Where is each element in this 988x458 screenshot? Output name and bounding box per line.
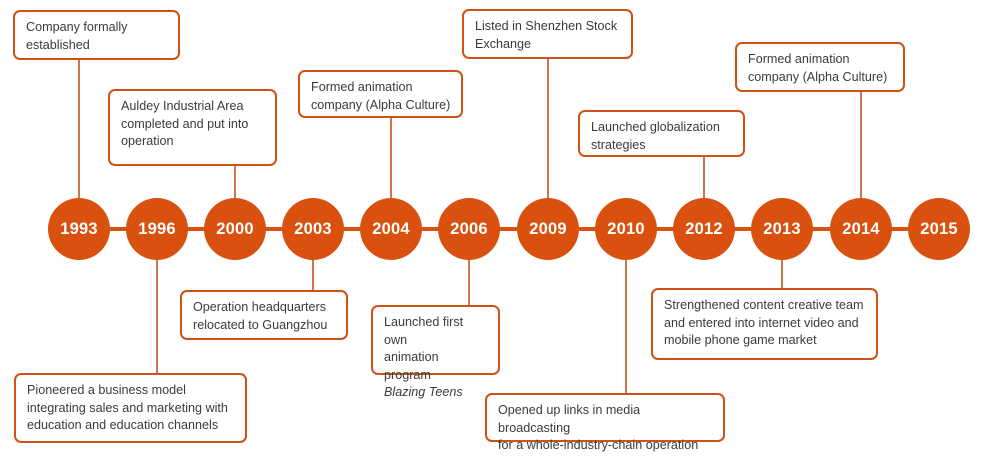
callout-line-3: operation <box>121 134 174 148</box>
year-label: 2012 <box>685 219 723 238</box>
callout-2009[interactable]: Listed in Shenzhen Stock Exchange <box>462 9 633 59</box>
callout-1996-below[interactable]: Pioneered a business model integrating s… <box>14 373 247 443</box>
callout-2010[interactable]: Opened up links in media broadcasting fo… <box>485 393 725 452</box>
year-label: 2003 <box>294 219 332 238</box>
year-node-2015[interactable]: 2015 <box>908 198 970 260</box>
callout-line-1: Opened up links in media broadcasting <box>498 403 641 435</box>
callout-line-2: company (Alpha Culture) <box>311 97 451 112</box>
year-label: 2006 <box>450 219 488 238</box>
year-node-2003[interactable]: 2003 <box>282 198 344 260</box>
callout-line-1: Company formally <box>26 20 128 34</box>
callout-2003[interactable]: Launched first own animation program Bla… <box>371 305 500 399</box>
callout-line-1: Formed animation <box>311 80 413 94</box>
year-node-2006[interactable]: 2006 <box>438 198 500 260</box>
callout-2004[interactable]: Formed animation company (Alpha Culture) <box>298 70 463 118</box>
callout-1996-above[interactable]: Auldey Industrial Area completed and put… <box>108 89 277 166</box>
callout-line-2: strategies <box>591 137 646 152</box>
callout-line-2: for a whole-industry-chain operation <box>498 438 699 452</box>
year-node-2000[interactable]: 2000 <box>204 198 266 260</box>
year-node-2009[interactable]: 2009 <box>517 198 579 260</box>
year-label: 2015 <box>920 219 958 238</box>
leader-lines <box>78 59 862 393</box>
callout-line-2: completed and put into <box>121 116 249 131</box>
callout-line-2: Exchange <box>475 36 532 51</box>
year-node-2004[interactable]: 2004 <box>360 198 422 260</box>
year-label: 2000 <box>216 219 254 238</box>
callout-line-2: and entered into internet video and <box>664 315 859 330</box>
year-label: 1993 <box>60 219 98 238</box>
callout-line-1: Listed in Shenzhen Stock <box>475 19 618 33</box>
year-node-2013[interactable]: 2013 <box>751 198 813 260</box>
callout-line-3: mobile phone game market <box>664 333 817 347</box>
callout-line-2: established <box>26 37 90 52</box>
callout-2000[interactable]: Operation headquarters relocated to Guan… <box>180 290 348 340</box>
callout-2012[interactable]: Launched globalization strategies <box>578 110 745 157</box>
year-node-2012[interactable]: 2012 <box>673 198 735 260</box>
year-node-1996[interactable]: 1996 <box>126 198 188 260</box>
year-label: 1996 <box>138 219 176 238</box>
callout-italic-line: Blazing Teens <box>384 385 463 399</box>
callout-line-2: animation program <box>384 350 439 382</box>
callout-2014[interactable]: Formed animation company (Alpha Culture) <box>735 42 905 92</box>
year-label: 2010 <box>607 219 645 238</box>
year-label: 2014 <box>842 219 880 238</box>
year-node-1993[interactable]: 1993 <box>48 198 110 260</box>
callout-line-1: Launched globalization <box>591 120 720 134</box>
callout-line-2: company (Alpha Culture) <box>748 69 888 84</box>
callout-line-1: Operation headquarters <box>193 300 327 314</box>
callout-line-2: relocated to Guangzhou <box>193 317 328 332</box>
callout-line-3: education and education channels <box>27 418 219 432</box>
year-node-2014[interactable]: 2014 <box>830 198 892 260</box>
callout-line-1: Formed animation <box>748 52 850 66</box>
year-label: 2009 <box>529 219 567 238</box>
callout-line-1: Strengthened content creative team <box>664 298 864 312</box>
year-label: 2004 <box>372 219 410 238</box>
callout-line-2: integrating sales and marketing with <box>27 400 228 415</box>
callout-line-1: Launched first own <box>384 315 464 347</box>
year-label: 2013 <box>763 219 801 238</box>
callout-line-1: Pioneered a business model <box>27 383 186 397</box>
callout-2013[interactable]: Strengthened content creative team and e… <box>651 288 878 360</box>
year-node-2010[interactable]: 2010 <box>595 198 657 260</box>
callout-1993[interactable]: Company formally established <box>13 10 180 60</box>
callout-line-1: Auldey Industrial Area <box>121 99 244 113</box>
